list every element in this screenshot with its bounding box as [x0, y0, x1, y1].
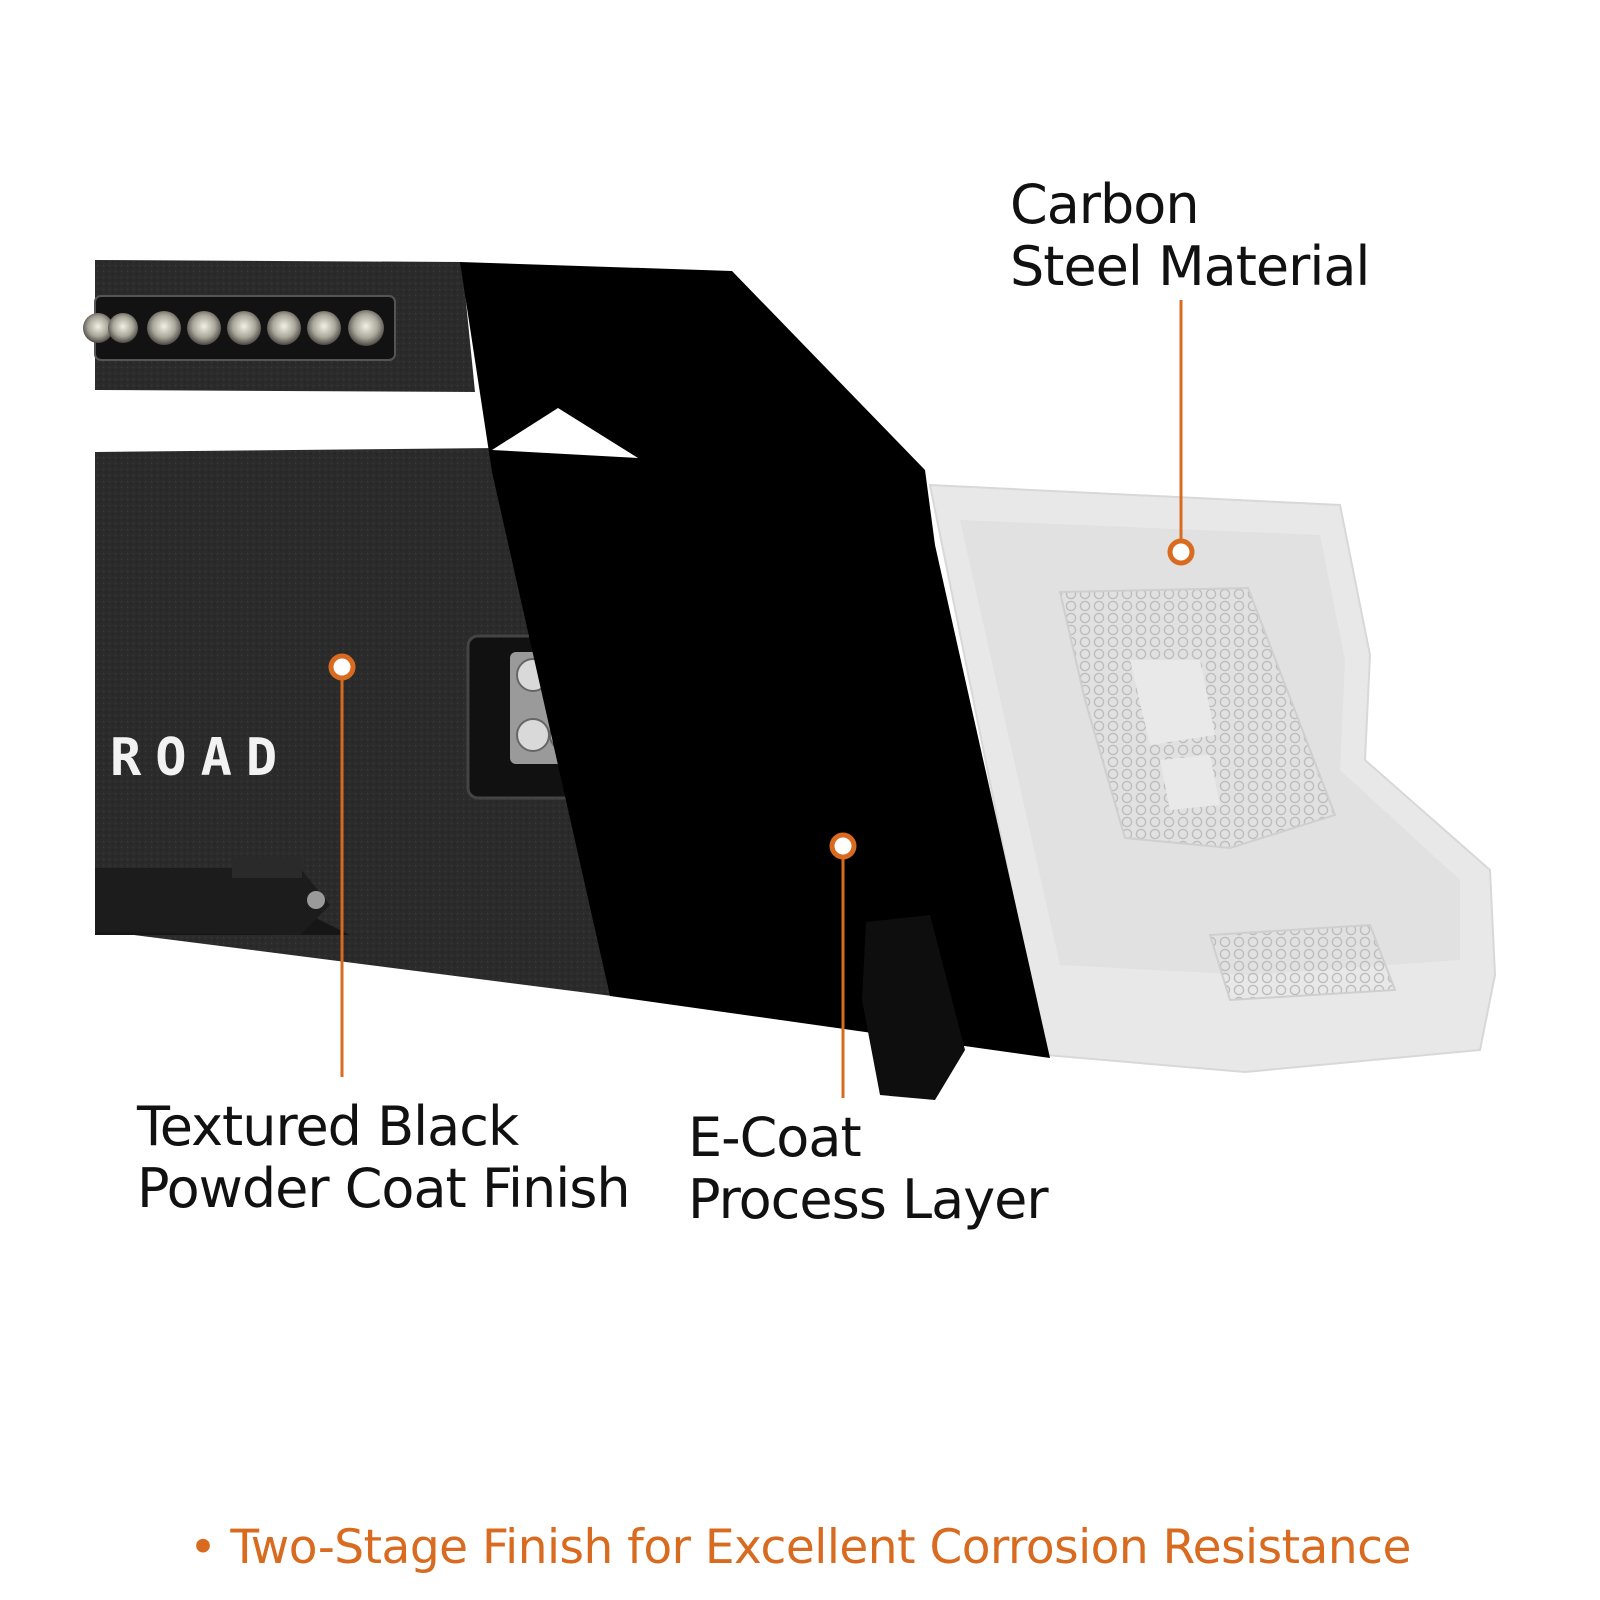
callout-dot-icon	[328, 653, 356, 681]
ecoat-label: E-Coat Process Layer	[688, 1106, 1049, 1231]
label-line: E-Coat	[688, 1106, 862, 1169]
label-line: Powder Coat Finish	[137, 1157, 631, 1220]
callout-dot-icon	[829, 832, 857, 860]
powder-coat-label: Textured Black Powder Coat Finish	[137, 1095, 631, 1220]
callout-ecoat	[829, 832, 857, 1098]
callout-carbon	[1167, 300, 1195, 566]
raw-steel-section	[928, 483, 1497, 1074]
label-line: Textured Black	[137, 1095, 519, 1158]
led-light-bar	[83, 295, 396, 361]
footer-tagline: •Two-Stage Finish for Excellent Corrosio…	[0, 1520, 1600, 1576]
label-line: Process Layer	[688, 1168, 1049, 1231]
bullet-icon: •	[189, 1520, 217, 1575]
label-line: Carbon	[1010, 173, 1200, 236]
callout-powder	[328, 653, 356, 1077]
label-line: Steel Material	[1010, 235, 1370, 298]
road-badge: ROAD	[110, 728, 291, 788]
ecoat-section	[460, 262, 1050, 1100]
footer-text: Two-Stage Finish for Excellent Corrosion…	[230, 1520, 1411, 1575]
lower-mesh-vent	[1208, 923, 1397, 1002]
carbon-steel-label: Carbon Steel Material	[1010, 173, 1370, 298]
shackle-mount	[862, 915, 965, 1100]
callout-dot-icon	[1167, 538, 1195, 566]
